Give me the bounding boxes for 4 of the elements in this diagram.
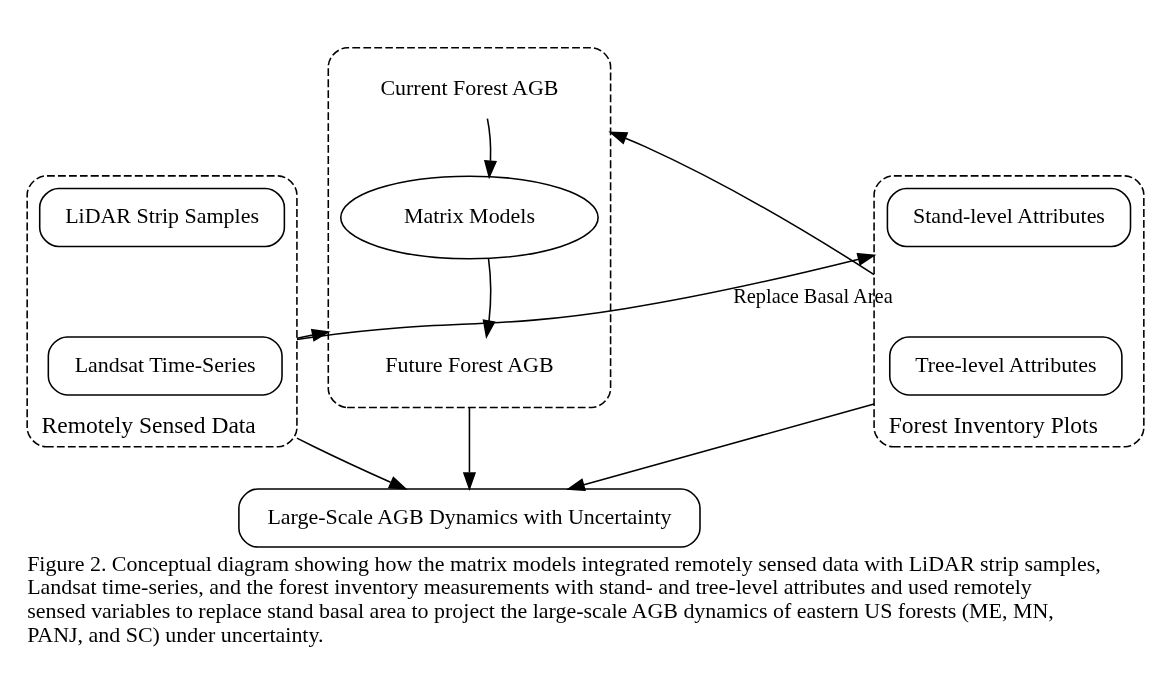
- caption: Figure 2. Conceptual diagram showing how the matrix models integrated remotely sensed data with LiDAR strip samples, Landsat time-series, and the forest inventory measurements with stand- and tree-level attributes and used remotely sensed variables to replace stand basal area to project the large-scale AGB dynamics of eastern US forests (ME, MN, PANJ, and SC) under uncertainty.: [27, 550, 1101, 646]
- node-text: Future Forest AGB: [385, 351, 554, 377]
- edge-label: Replace Basal Area: [733, 284, 893, 307]
- node-text: Current Forest AGB: [380, 74, 559, 100]
